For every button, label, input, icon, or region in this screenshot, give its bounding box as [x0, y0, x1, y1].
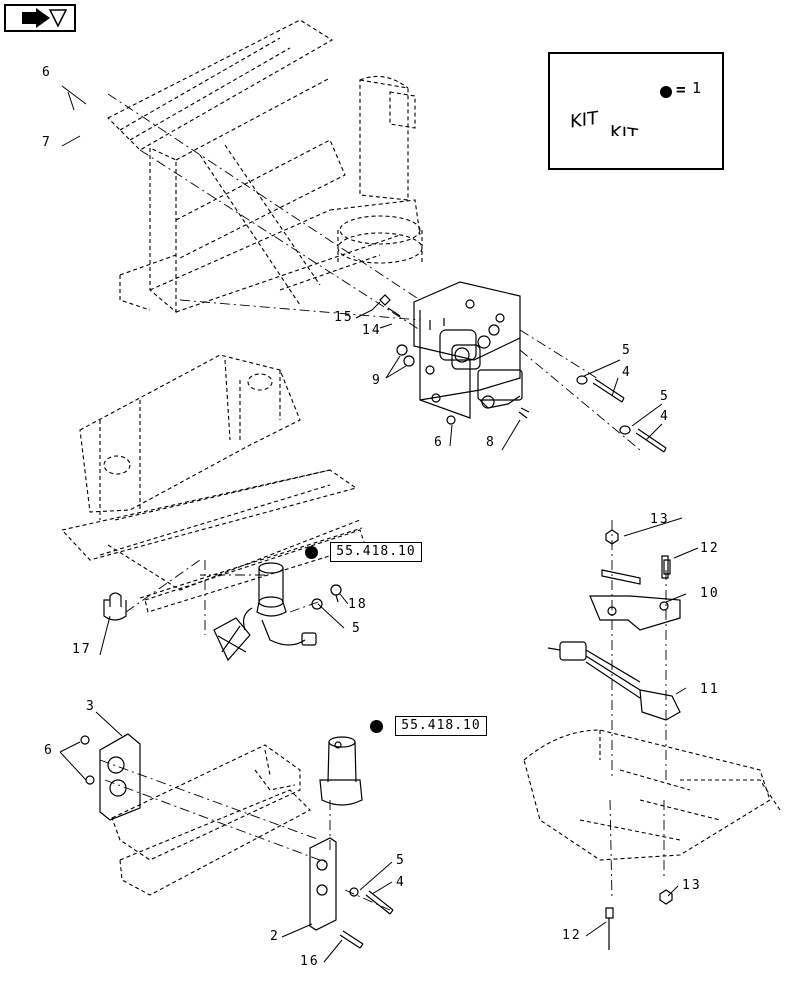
callout-5: 5: [660, 389, 670, 404]
callout-5: 5: [352, 621, 362, 636]
svg-text:KIT: KIT: [610, 122, 639, 136]
callout-2: 2: [270, 929, 280, 944]
kit-bullet-icon: [660, 86, 672, 98]
valve-hardware: [379, 294, 667, 453]
kit-label-graphic: KIT KIT: [570, 108, 639, 136]
arrow-right-icon: [22, 8, 68, 28]
sensor-bracket-assembly: [547, 529, 681, 721]
callout-8: 8: [486, 435, 496, 450]
callout-6: 6: [44, 743, 54, 758]
callout-11: 11: [700, 682, 720, 697]
drawbar-frame: [60, 354, 366, 613]
callout-3: 3: [86, 699, 96, 714]
callout-18: 18: [348, 597, 368, 612]
hitch-frame-top: [107, 19, 423, 314]
reference-link-lower[interactable]: 55.418.10: [395, 716, 487, 736]
svg-text:KIT: KIT: [570, 108, 599, 133]
callout-6: 6: [42, 65, 52, 80]
callout-14: 14: [362, 323, 382, 338]
callout-9: 9: [372, 373, 382, 388]
callout-15: 15: [334, 310, 354, 325]
callout-6: 6: [434, 435, 444, 450]
implement-frame-right: [523, 729, 781, 861]
callout-5: 5: [622, 343, 632, 358]
sensor-upper: [213, 562, 342, 662]
leader-lines: [59, 85, 699, 963]
kit-equals: =: [676, 80, 686, 99]
navigate-next-button[interactable]: [4, 4, 76, 32]
callout-12: 12: [562, 928, 582, 943]
callout-5: 5: [396, 853, 406, 868]
callout-7: 7: [42, 135, 52, 150]
bracket-hardware-lower: [605, 559, 673, 950]
callout-4: 4: [622, 365, 632, 380]
callout-17: 17: [72, 642, 92, 657]
tongue-frame-lower: [111, 744, 311, 896]
callout-13: 13: [682, 878, 702, 893]
callout-12: 12: [700, 541, 720, 556]
kit-quantity: 1: [692, 79, 702, 97]
sensor-lower: [309, 736, 394, 949]
callout-13: 13: [650, 512, 670, 527]
reference-bullet-icon: [305, 546, 318, 559]
alignment-lines: [99, 93, 667, 911]
kit-label-right: KIT: [610, 122, 639, 136]
callout-10: 10: [700, 586, 720, 601]
reference-link-upper[interactable]: 55.418.10: [330, 542, 422, 562]
kit-label-left: KIT: [570, 108, 599, 133]
callout-4: 4: [660, 409, 670, 424]
callout-16: 16: [300, 954, 320, 969]
kit-legend-box: KIT KIT = 1: [548, 52, 724, 170]
u-bolt: [103, 592, 127, 621]
reference-bullet-icon: [370, 720, 383, 733]
callout-4: 4: [396, 875, 406, 890]
gasket-plate: [80, 733, 141, 821]
valve-block-assembly: [413, 281, 523, 419]
